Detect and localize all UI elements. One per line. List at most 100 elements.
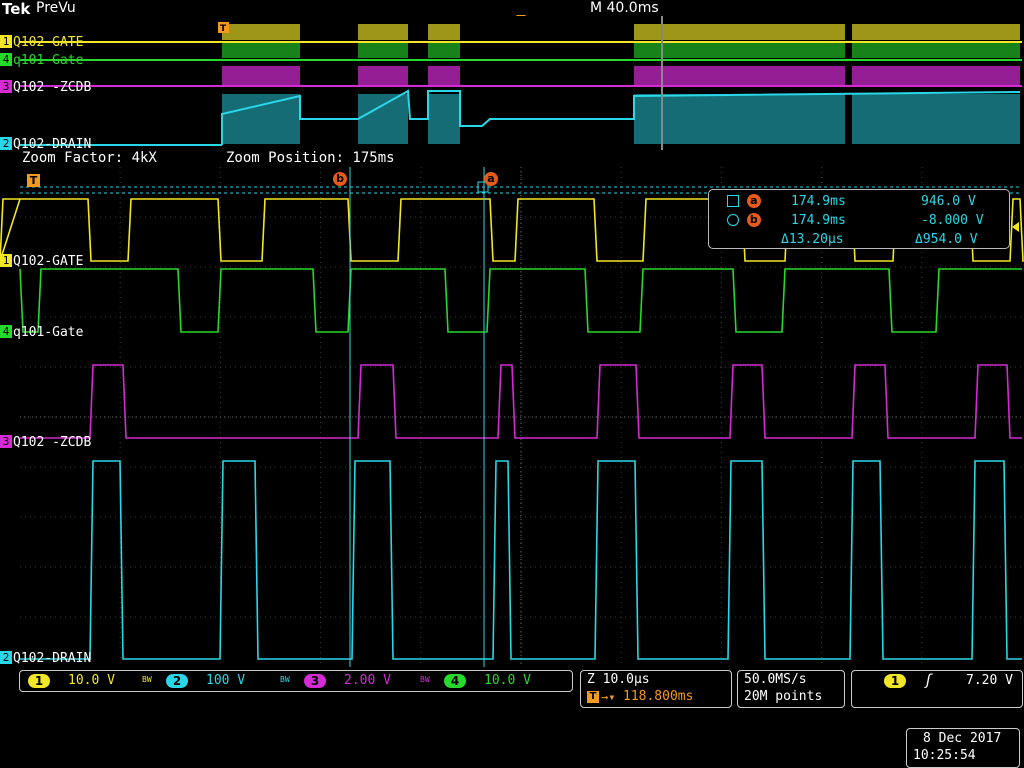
cursor-a-row: a [727, 193, 761, 208]
overview-ch3-burst [852, 66, 1020, 86]
rising-edge-icon: ʃ [924, 671, 934, 689]
trigger-settings[interactable]: 1 ʃ 7.20 V [851, 670, 1023, 708]
ch3-q102-zcdb-trace [20, 364, 1022, 439]
trigger-position-value[interactable]: 118.800ms [623, 689, 694, 704]
cursor-b-row: b [727, 212, 761, 227]
ch4-q101-gate-trace [19, 268, 1022, 333]
overview-ch3-burst [428, 66, 460, 86]
overview-ch4-burst [852, 42, 1020, 58]
trigger-level[interactable]: 7.20 V [966, 673, 1013, 688]
ch2-scale[interactable]: 100 V [206, 673, 246, 688]
cursor-a-value: 946.0 V [921, 194, 976, 209]
zoom-ch1-name: Q102-GATE [13, 254, 84, 269]
ch3-scale[interactable]: 2.00 V [344, 673, 391, 688]
square-icon [727, 194, 739, 207]
overview-ch1-burst [852, 24, 1020, 40]
arrow-right-down-icon: →▾ [601, 690, 616, 704]
overview-ch2-burst [428, 94, 460, 144]
overview-ch3-burst [634, 66, 845, 86]
overview-ch1-burst [428, 24, 460, 40]
cursor-a-flag[interactable]: a [484, 172, 498, 186]
ch1-number-badge: 1 [0, 35, 12, 48]
trigger-position-flag-icon: T [587, 691, 599, 703]
overview-trigger-marker [218, 22, 229, 33]
overview-ch1-burst [634, 24, 845, 40]
cursor-b-value: -8.000 V [921, 213, 984, 228]
overview-ch3-burst [222, 66, 300, 86]
overview-waveform-display: T [20, 16, 1022, 150]
cursor-b-icon: b [746, 212, 761, 227]
ch1-level-arrow-icon [1012, 222, 1019, 232]
top-status-bar: Tek PreVu M 40.0ms [0, 0, 1024, 22]
zoom-ch2-badge: 2 [0, 651, 12, 664]
date: 8 Dec 2017 [923, 731, 1002, 746]
cursor-delta-time: Δ13.20µs [781, 232, 844, 247]
ch3-name: Q102 -ZCDB [13, 80, 92, 95]
ch4-name: q101-Gate [13, 53, 84, 68]
zoom-waveform-display [0, 167, 1024, 667]
trigger-source-badge[interactable]: 1 [884, 674, 906, 688]
cursor-delta-value: Δ954.0 V [915, 232, 978, 247]
zoom-ch4-name: q101-Gate [13, 325, 84, 340]
overview-ch4-burst [634, 42, 845, 58]
horizontal-settings[interactable]: Z 10.0µs T →▾ 118.800ms [580, 670, 732, 708]
zoom-ch4-badge: 4 [0, 325, 12, 338]
ch1-scale[interactable]: 10.0 V [68, 673, 115, 688]
zoom-ch3-name: Q102 -ZCDB [13, 435, 92, 450]
record-length: 20M points [744, 689, 823, 704]
acquisition-mode: PreVu [36, 0, 76, 16]
svg-text:T: T [220, 24, 227, 34]
ch1-scale-badge[interactable]: 1 [28, 674, 50, 688]
ch2-number-badge: 2 [0, 137, 12, 150]
overview-ch1-burst [358, 24, 408, 40]
overview-ch4-burst [222, 42, 300, 58]
zoom-timebase[interactable]: Z 10.0µs [587, 672, 650, 687]
acquisition-settings[interactable]: 50.0MS/s 20M points [737, 670, 845, 708]
zoom-trigger-marker[interactable]: T [27, 174, 40, 187]
overview-ch4-burst [358, 42, 408, 58]
zoom-position: Zoom Position: 175ms [226, 150, 395, 166]
main-timebase[interactable]: M 40.0ms [590, 0, 659, 16]
sample-rate: 50.0MS/s [744, 672, 807, 687]
zoom-ch1-badge: 1 [0, 254, 12, 267]
overview-ch2-burst [222, 94, 300, 144]
circle-icon [727, 213, 739, 226]
zoom-ch2-name: Q102-DRAIN [13, 651, 92, 666]
cursor-readout-panel: a 174.9ms 946.0 V b 174.9ms -8.000 V Δ13… [708, 189, 1010, 249]
ch3-number-badge: 3 [0, 80, 12, 93]
ch2-scale-badge[interactable]: 2 [166, 674, 188, 688]
ch2-q102-drain-trace [20, 460, 1022, 660]
time: 10:25:54 [913, 748, 976, 763]
zoom-ch3-badge: 3 [0, 435, 12, 448]
overview-ch2-envelope [221, 89, 1021, 145]
cursor-b-time: 174.9ms [791, 213, 846, 228]
cursor-a-time: 174.9ms [791, 194, 846, 209]
overview-ch1-burst [222, 24, 300, 40]
overview-ch2-burst [358, 94, 408, 144]
overview-ch3-burst [358, 66, 408, 86]
ch4-scale-badge[interactable]: 4 [444, 674, 466, 688]
overview-ch2-burst [634, 94, 845, 144]
ch4-scale[interactable]: 10.0 V [484, 673, 531, 688]
ch1-name: Q102-GATE [13, 35, 84, 50]
cursor-b-flag[interactable]: b [333, 172, 347, 186]
cursor-a-square-marker [477, 181, 489, 193]
ch1-bw-icon: BW [142, 675, 152, 684]
overview-ch2-burst [852, 94, 1020, 144]
cursor-a-icon: a [746, 193, 761, 208]
ch2-name: Q102-DRAIN [13, 137, 92, 152]
ch3-scale-badge[interactable]: 3 [304, 674, 326, 688]
ch4-number-badge: 4 [0, 53, 12, 66]
overview-ch4-burst [428, 42, 460, 58]
zoom-factor: Zoom Factor: 4kX [22, 150, 157, 166]
channel-scale-bar: 1 10.0 V BW 2 100 V BW 3 2.00 V BW 4 10.… [19, 670, 573, 692]
ch2-bw-icon: BW [280, 675, 290, 684]
